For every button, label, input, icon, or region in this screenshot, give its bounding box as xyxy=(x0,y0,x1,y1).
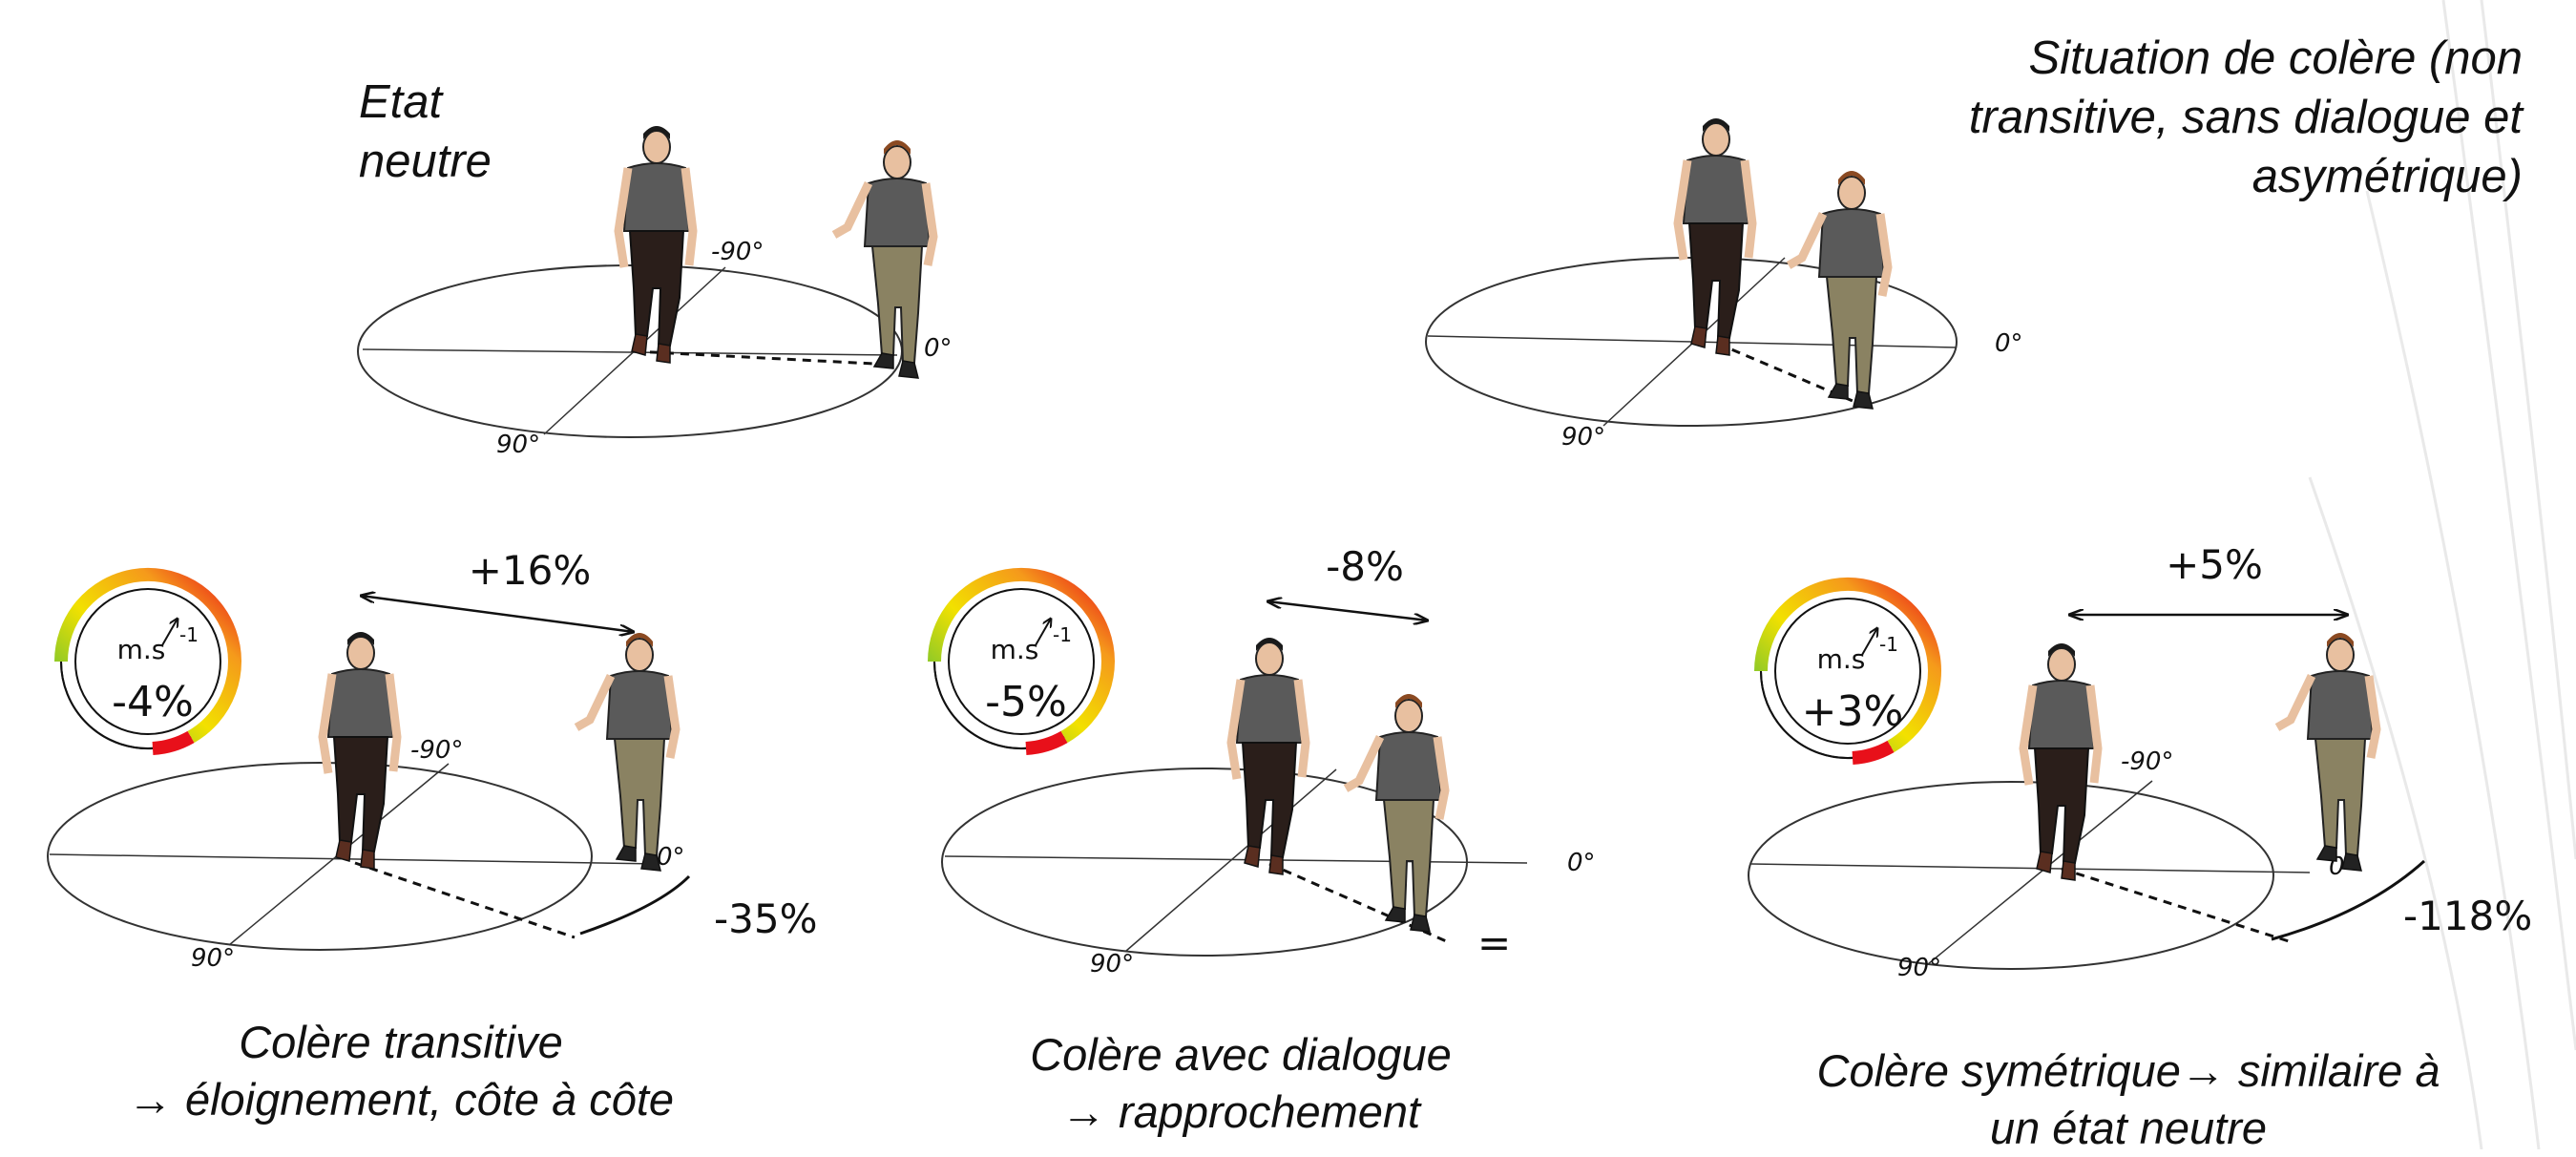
gauge-unit: m.s xyxy=(117,634,166,665)
distance-arrow xyxy=(1267,601,1428,621)
gauge-exponent: -1 xyxy=(1879,633,1898,656)
person-olive xyxy=(834,140,933,378)
speed-gauge: m.s -1 -5% xyxy=(928,567,1115,755)
label-plus90: 90° xyxy=(1897,954,1941,982)
person-olive xyxy=(576,633,676,871)
caption-dialogue: Colère avec dialogue → rapprochement xyxy=(897,1026,1584,1141)
anger-situation-line1: Situation de colère (non xyxy=(2028,32,2523,84)
gauge-arrow xyxy=(161,619,178,646)
label-plus90: 90° xyxy=(496,431,540,459)
gauge-exponent: -1 xyxy=(1053,623,1072,646)
gauge-arrow xyxy=(1861,628,1877,656)
anger-situation-line3: asymétrique) xyxy=(2251,151,2523,202)
angle-change: -118% xyxy=(2403,893,2532,939)
distance-change: -8% xyxy=(1326,543,1404,590)
label-minus90: -90° xyxy=(410,736,463,765)
angle-arc xyxy=(2271,859,2426,941)
direction-line xyxy=(634,349,893,367)
anger-situation-line2: transitive, sans dialogue et xyxy=(1968,92,2523,143)
scene-neutral: -90° 0° 90° xyxy=(357,126,953,459)
caption-transitive-line1: Colère transitive xyxy=(239,1017,563,1067)
gauge-arc xyxy=(54,567,241,744)
label-minus90: -90° xyxy=(711,238,764,266)
orientation-circle xyxy=(357,264,903,438)
label-zero: 0° xyxy=(1995,329,2023,358)
scene-dialogue: 0° 90° -8% = m.s -1 -5% xyxy=(928,543,1596,978)
neutral-state-line1: Etat xyxy=(359,76,443,128)
gauge-arc xyxy=(1754,577,1941,753)
label-zero: 0° xyxy=(1567,849,1596,877)
background-swooshes xyxy=(2308,0,2576,1149)
direction-line xyxy=(2061,867,2290,943)
person-olive xyxy=(1789,171,1888,409)
label-plus90: 90° xyxy=(1090,950,1134,978)
caption-symmetric-line2: un état neutre xyxy=(1989,1103,2268,1153)
label-zero: 0° xyxy=(657,843,685,872)
person-dark xyxy=(1678,118,1752,355)
caption-transitive: Colère transitive → éloignement, côte à … xyxy=(38,1014,764,1128)
caption-transitive-line2: → éloignement, côte à côte xyxy=(127,1074,675,1125)
gauge-exponent: -1 xyxy=(179,623,199,646)
caption-symmetric: Colère symétrique→ similaire à un état n… xyxy=(1708,1042,2548,1157)
person-dark xyxy=(2023,643,2098,880)
person-dark xyxy=(1231,638,1306,874)
person-dark xyxy=(618,126,693,363)
caption-dialogue-line1: Colère avec dialogue xyxy=(1030,1029,1452,1080)
person-olive xyxy=(1346,694,1445,932)
direction-line xyxy=(1268,862,1452,945)
neutral-state-label: Etat neutre xyxy=(359,73,588,191)
scene-anger-baseline: 0° 90° xyxy=(1425,118,2023,452)
gauge-unit: m.s xyxy=(1817,643,1866,675)
speed-gauge: m.s -1 +3% xyxy=(1754,577,1941,765)
speed-change: -5% xyxy=(985,678,1067,726)
angle-change: -35% xyxy=(714,895,818,942)
speed-change: -4% xyxy=(112,678,194,726)
distance-arrow xyxy=(361,596,634,632)
person-dark xyxy=(323,632,397,869)
label-zero: 0° xyxy=(924,334,953,363)
neutral-state-line2: neutre xyxy=(359,136,492,187)
direction-line xyxy=(354,861,576,939)
gauge-arc xyxy=(928,567,1115,744)
anger-situation-label: Situation de colère (non transitive, san… xyxy=(1797,29,2523,206)
label-plus90: 90° xyxy=(1561,423,1605,452)
angle-change: = xyxy=(1477,919,1511,966)
gauge-arrow xyxy=(1035,619,1051,646)
angle-arc xyxy=(579,874,691,936)
person-olive xyxy=(2277,633,2377,871)
scene-transitive: -90° 0° 90° +16% -35% m.s -1 -4% xyxy=(47,547,818,973)
speed-gauge: m.s -1 -4% xyxy=(54,567,241,755)
caption-dialogue-line2: → rapprochement xyxy=(1060,1086,1421,1137)
label-plus90: 90° xyxy=(191,944,235,973)
caption-symmetric-line1: Colère symétrique→ similaire à xyxy=(1816,1045,2440,1096)
gauge-unit: m.s xyxy=(991,634,1039,665)
scene-symmetric: -90° 0° 90° +5% -118% m.s -1 +3% xyxy=(1748,541,2532,982)
orientation-circle xyxy=(47,762,593,951)
label-minus90: -90° xyxy=(2121,747,2173,776)
orientation-circle xyxy=(1748,781,2274,970)
speed-change: +3% xyxy=(1802,687,1904,736)
distance-change: +16% xyxy=(469,547,592,594)
distance-change: +5% xyxy=(2166,541,2263,588)
